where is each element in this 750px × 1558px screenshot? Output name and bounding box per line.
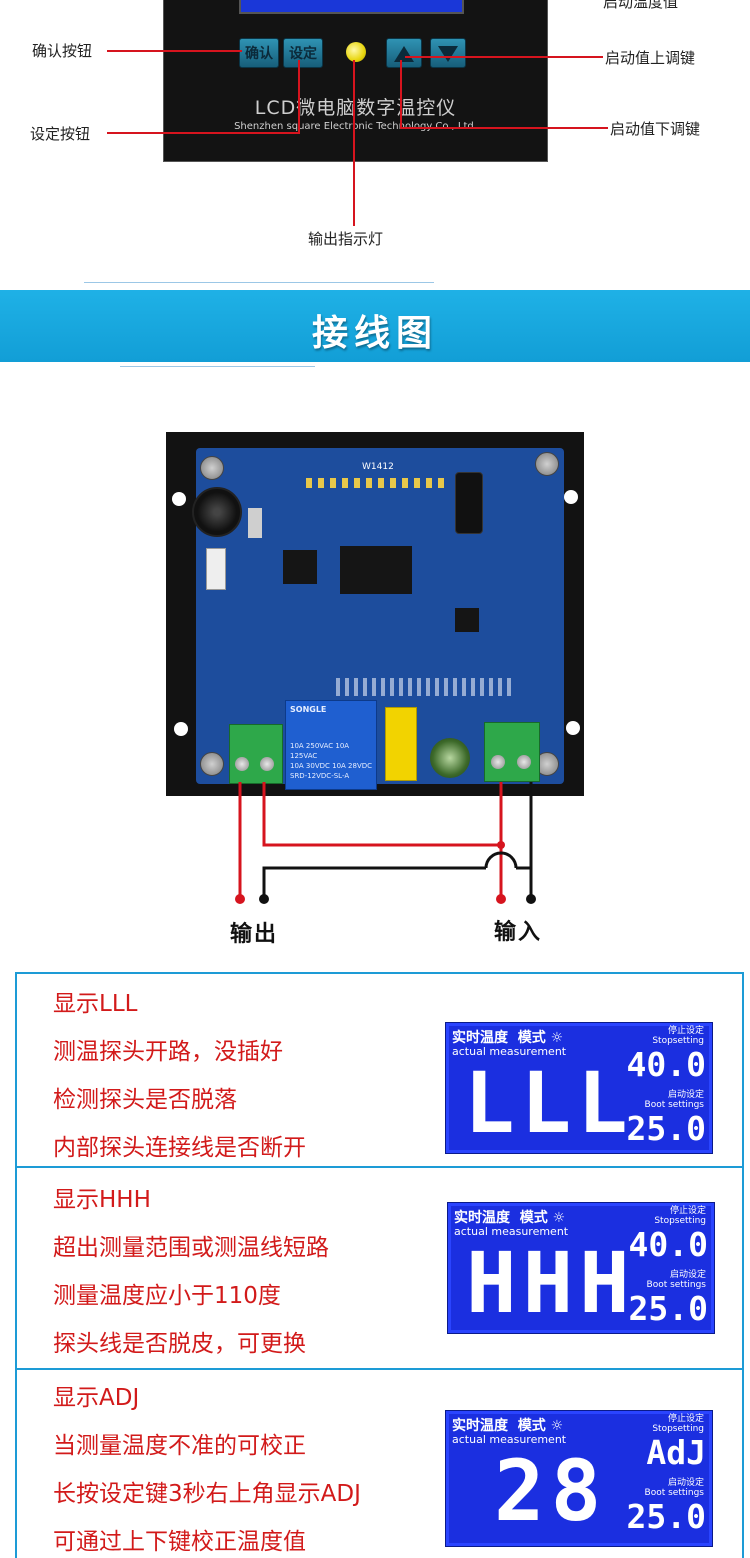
boot-setting-value: 25.0: [626, 1109, 706, 1148]
mount-hole: [564, 490, 578, 504]
lcd-screen-edge: [239, 0, 464, 14]
board-model: W1412: [362, 462, 394, 472]
error-row-adj: 显示ADJ 当测量温度不准的可校正 长按设定键3秒右上角显示ADJ 可通过上下键…: [15, 1368, 744, 1558]
mount-hole: [174, 722, 188, 736]
error-line: 探头线是否脱皮，可更换: [53, 1331, 306, 1357]
electrolytic-capacitor: [430, 738, 470, 778]
callout-confirm-button: 确认按钮: [32, 42, 93, 60]
error-line: 当测量温度不准的可校正: [53, 1433, 306, 1459]
display-main-value: LLL: [464, 1054, 634, 1152]
output-label: 输出: [230, 922, 279, 947]
panel-heading: 实时温度 模式 ☼: [452, 1418, 564, 1434]
error-line: 测温探头开路，没插好: [53, 1039, 283, 1065]
callout-output-indicator: 输出指示灯: [308, 230, 384, 248]
callout-down-key: 启动值下调键: [610, 120, 701, 138]
arrow-down-icon: [438, 46, 458, 62]
error-line: 内部探头连接线是否断开: [53, 1135, 306, 1161]
mount-hole: [566, 721, 580, 735]
output-indicator-led: [346, 42, 366, 62]
controller-front-panel: 确认 设定 LCD微电脑数字温控仪 Shenzhen square Electr…: [163, 0, 548, 162]
boot-setting-value: 25.0: [626, 1497, 706, 1536]
input-terminal-block: [484, 722, 540, 782]
output-terminal-block: [229, 724, 283, 784]
buzzer: [192, 487, 242, 537]
ic-chip: [455, 608, 479, 632]
error-line: 长按设定键3秒右上角显示ADJ: [53, 1481, 361, 1507]
leader-line: [400, 127, 608, 129]
section-banner: 接线图: [0, 290, 750, 362]
panel-subheading: actual measurement: [452, 1045, 567, 1058]
leader-line: [298, 60, 300, 134]
screw: [200, 752, 224, 776]
solder-pads: [336, 678, 516, 696]
divider: [84, 282, 434, 283]
error-title: 显示LLL: [53, 991, 138, 1017]
section-title: 接线图: [311, 313, 438, 354]
screw: [535, 452, 559, 476]
input-label: 输入: [494, 920, 543, 945]
device-subtitle: Shenzhen square Electronic Technology Co…: [234, 121, 477, 132]
microcontroller-chip: [340, 546, 412, 594]
set-button[interactable]: 设定: [283, 38, 323, 68]
relay-text-1: 10A 250VAC 10A 125VAC: [290, 742, 350, 760]
relay-text-3: SRD-12VDC-SL-A: [290, 772, 350, 780]
callout-up-key: 启动值上调键: [605, 49, 696, 67]
arrow-up-icon: [394, 46, 414, 62]
up-key-button[interactable]: [386, 38, 422, 68]
screw: [200, 456, 224, 480]
relay-text-2: 10A 30VDC 10A 28VDC: [290, 762, 373, 770]
wiring-lines: [235, 782, 536, 904]
header-pins: [248, 508, 262, 538]
callout-set-button: 设定按钮: [30, 125, 91, 143]
callout-start-temp: 启动温度值: [603, 0, 679, 11]
error-line: 超出测量范围或测温线短路: [53, 1235, 329, 1261]
leader-line: [107, 132, 300, 134]
connector: [206, 548, 226, 590]
mount-hole: [172, 492, 186, 506]
error-row-lll: 显示LLL 测温探头开路，没插好 检测探头是否脱落 内部探头连接线是否断开 实时…: [15, 972, 744, 1168]
panel-heading: 实时温度 模式 ☼: [454, 1210, 566, 1226]
error-line: 可通过上下键校正温度值: [53, 1529, 306, 1555]
leader-line: [107, 50, 242, 52]
relay-brand: SONGLE: [290, 705, 327, 714]
terminal-screw: [260, 757, 274, 771]
error-line: 检测探头是否脱落: [53, 1087, 237, 1113]
terminal-screw: [517, 755, 531, 769]
leader-line: [400, 60, 402, 129]
error-title: 显示ADJ: [53, 1385, 140, 1411]
leader-line: [353, 60, 355, 226]
terminal-screw: [491, 755, 505, 769]
display-main-value: HHH: [466, 1234, 636, 1332]
film-capacitor: [385, 707, 417, 781]
pin-header: [306, 478, 446, 488]
relay: SONGLE 10A 250VAC 10A 125VAC 10A 30VDC 1…: [285, 700, 377, 790]
error-row-hhh: 显示HHH 超出测量范围或测温线短路 测量温度应小于110度 探头线是否脱皮，可…: [15, 1166, 744, 1370]
terminal-screw: [235, 757, 249, 771]
capacitor: [455, 472, 483, 534]
panel-subheading: actual measurement: [454, 1225, 569, 1238]
down-key-button[interactable]: [430, 38, 466, 68]
boot-setting-value: 25.0: [628, 1289, 708, 1328]
confirm-button[interactable]: 确认: [239, 38, 279, 68]
stop-setting-value: 40.0: [628, 1225, 708, 1264]
leader-line: [405, 56, 603, 58]
panel-subheading: actual measurement: [452, 1433, 567, 1446]
error-title: 显示HHH: [53, 1187, 151, 1213]
error-line: 测量温度应小于110度: [53, 1283, 281, 1309]
display-main-value: 28: [494, 1442, 608, 1540]
panel-heading: 实时温度 模式 ☼: [452, 1030, 564, 1046]
stop-setting-value: 40.0: [626, 1045, 706, 1084]
stop-setting-value: AdJ: [646, 1433, 706, 1472]
divider: [120, 366, 315, 367]
ic-chip: [283, 550, 317, 584]
